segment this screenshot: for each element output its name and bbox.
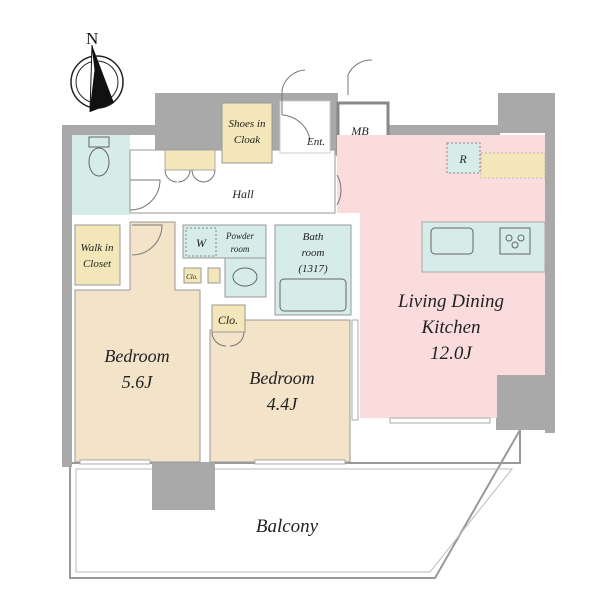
small-closet (183, 267, 202, 284)
toilet-icon (88, 136, 110, 177)
kitchen-island (421, 221, 546, 273)
walk-in-closet (74, 224, 121, 286)
bedroom2-label-1: Bedroom (249, 368, 314, 388)
bath-label-2: room (302, 247, 325, 259)
wic-label-2: Closet (83, 258, 112, 270)
shoes-in-cloak (221, 102, 273, 164)
closet-label: Clo. (218, 313, 238, 327)
pillar (152, 462, 215, 510)
bedroom-1 (74, 221, 201, 463)
hall-label: Hall (231, 187, 254, 201)
bedroom2-label-2: 4.4J (267, 394, 299, 414)
powder-label-2: room (231, 244, 250, 254)
svg-text:room: room (231, 244, 250, 254)
svg-text:4.4J: 4.4J (267, 394, 299, 414)
svg-text:5.6J: 5.6J (122, 372, 154, 392)
svg-text:room: room (302, 247, 325, 259)
bedroom1-label-1: Bedroom (104, 346, 169, 366)
refrigerator-label: R (458, 152, 467, 166)
svg-text:12.0J: 12.0J (430, 343, 473, 364)
north-compass-icon: N (70, 29, 124, 113)
shoes-label-2: Cloak (234, 134, 261, 146)
svg-text:Bedroom: Bedroom (249, 368, 314, 388)
bedroom1-label-2: 5.6J (122, 372, 154, 392)
svg-text:Bath: Bath (303, 231, 324, 243)
washer-space (185, 227, 217, 257)
entrance-label: Ent. (306, 136, 325, 148)
ldk-label-2: Kitchen (420, 317, 480, 338)
bedroom-2 (209, 319, 351, 463)
bath-label-3: (1317) (298, 263, 328, 275)
powder-label-1: Powder (225, 231, 254, 241)
svg-text:Bedroom: Bedroom (104, 346, 169, 366)
balcony-label: Balcony (256, 516, 319, 537)
bath-room (274, 224, 352, 316)
svg-text:Cloak: Cloak (234, 134, 261, 146)
stove-icon (499, 227, 531, 255)
compass-north-label: N (86, 29, 98, 48)
bathtub-icon (279, 278, 347, 312)
shoes-label-1: Shoes in (229, 118, 266, 130)
mb-label: MB (350, 124, 369, 138)
svg-text:Closet: Closet (83, 258, 112, 270)
svg-text:(1317): (1317) (298, 263, 328, 275)
living-dining-kitchen (337, 135, 545, 418)
ldk-label-3: 12.0J (430, 343, 473, 364)
wic-label-1: Walk in (81, 242, 114, 254)
washer-label: W (196, 236, 207, 250)
ldk-label-1: Living Dining (397, 291, 504, 312)
sink-icon (430, 227, 474, 255)
powder-room (182, 224, 267, 259)
svg-text:Walk in: Walk in (81, 242, 114, 254)
refrigerator (446, 142, 481, 174)
bath-label-1: Bath (303, 231, 324, 243)
washbasin-icon (232, 267, 258, 287)
svg-text:Shoes in: Shoes in (229, 118, 266, 130)
small-closet-label: Clo. (186, 273, 198, 281)
svg-text:Living Dining: Living Dining (397, 291, 504, 312)
closet (211, 304, 246, 333)
svg-text:Powder: Powder (225, 231, 254, 241)
svg-text:Kitchen: Kitchen (420, 317, 480, 338)
